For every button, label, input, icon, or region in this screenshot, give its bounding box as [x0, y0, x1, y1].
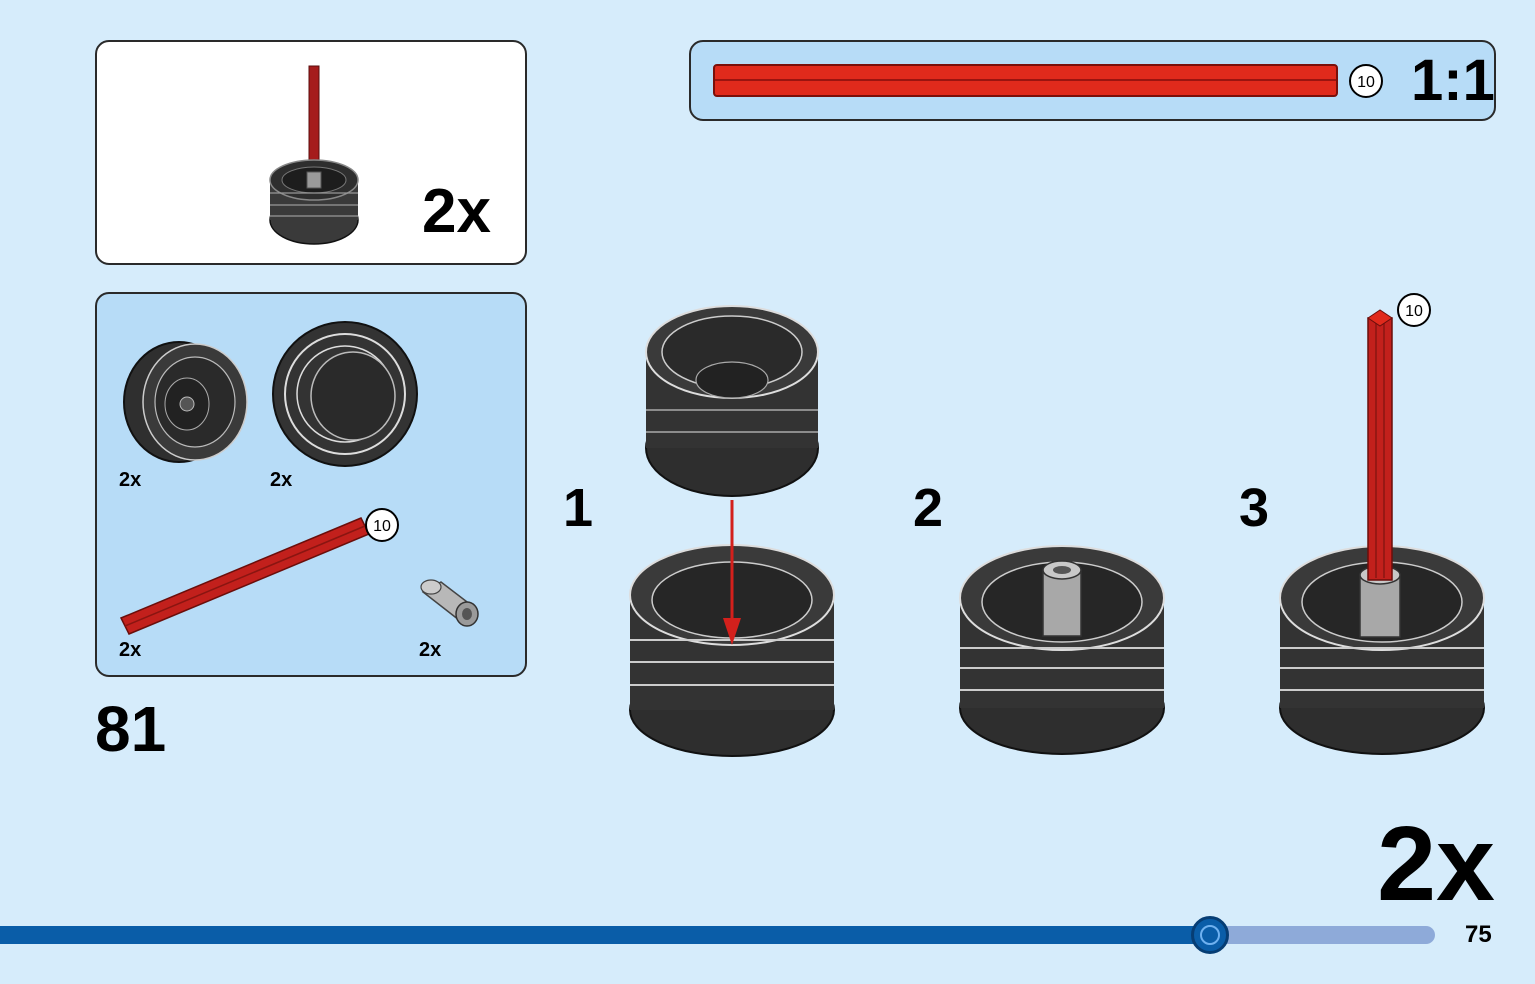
bottom-multiplier: 2x: [1377, 805, 1495, 923]
progress-knob[interactable]: [1191, 916, 1229, 954]
step-3-illustration: [1279, 309, 1485, 755]
parts-list-box: 2x 2x 10 2x 2x: [95, 292, 527, 677]
main-step-number: 81: [95, 693, 167, 765]
tire-icon: [272, 321, 418, 467]
step-3-axle-callout: 10: [1397, 293, 1431, 327]
parts-qty-axle: 2x: [119, 639, 142, 661]
assembled-wheel-icon: [269, 65, 359, 245]
sub-step-number-3: 3: [1239, 478, 1270, 538]
progress-fill: [0, 926, 1210, 944]
axle-scale-icon: [713, 64, 1338, 97]
scale-reference-box: 10 1:1: [689, 40, 1496, 121]
step-3-axle-callout-text: 10: [1405, 303, 1423, 320]
submodel-multiplier: 2x: [422, 177, 491, 246]
page-number: 75: [1465, 921, 1492, 948]
length-callout: 10: [1349, 64, 1383, 98]
step-1-illustration: [629, 305, 835, 757]
submodel-preview-box: 2x: [95, 40, 527, 265]
parts-qty-bush: 2x: [419, 639, 442, 661]
connector-bush-icon: [420, 579, 479, 627]
sub-step-number-2: 2: [913, 478, 944, 538]
parts-qty-rim: 2x: [119, 469, 142, 491]
axle-length-callout-text: 10: [373, 518, 391, 535]
parts-qty-tire: 2x: [270, 469, 293, 491]
scale-label: 1:1: [1411, 48, 1495, 113]
wheel-rim-icon: [123, 341, 248, 463]
length-callout-text: 10: [1357, 74, 1375, 91]
step-2-illustration: [959, 545, 1165, 755]
sub-step-number-1: 1: [563, 478, 594, 538]
axle-length-callout: 10: [365, 508, 399, 542]
